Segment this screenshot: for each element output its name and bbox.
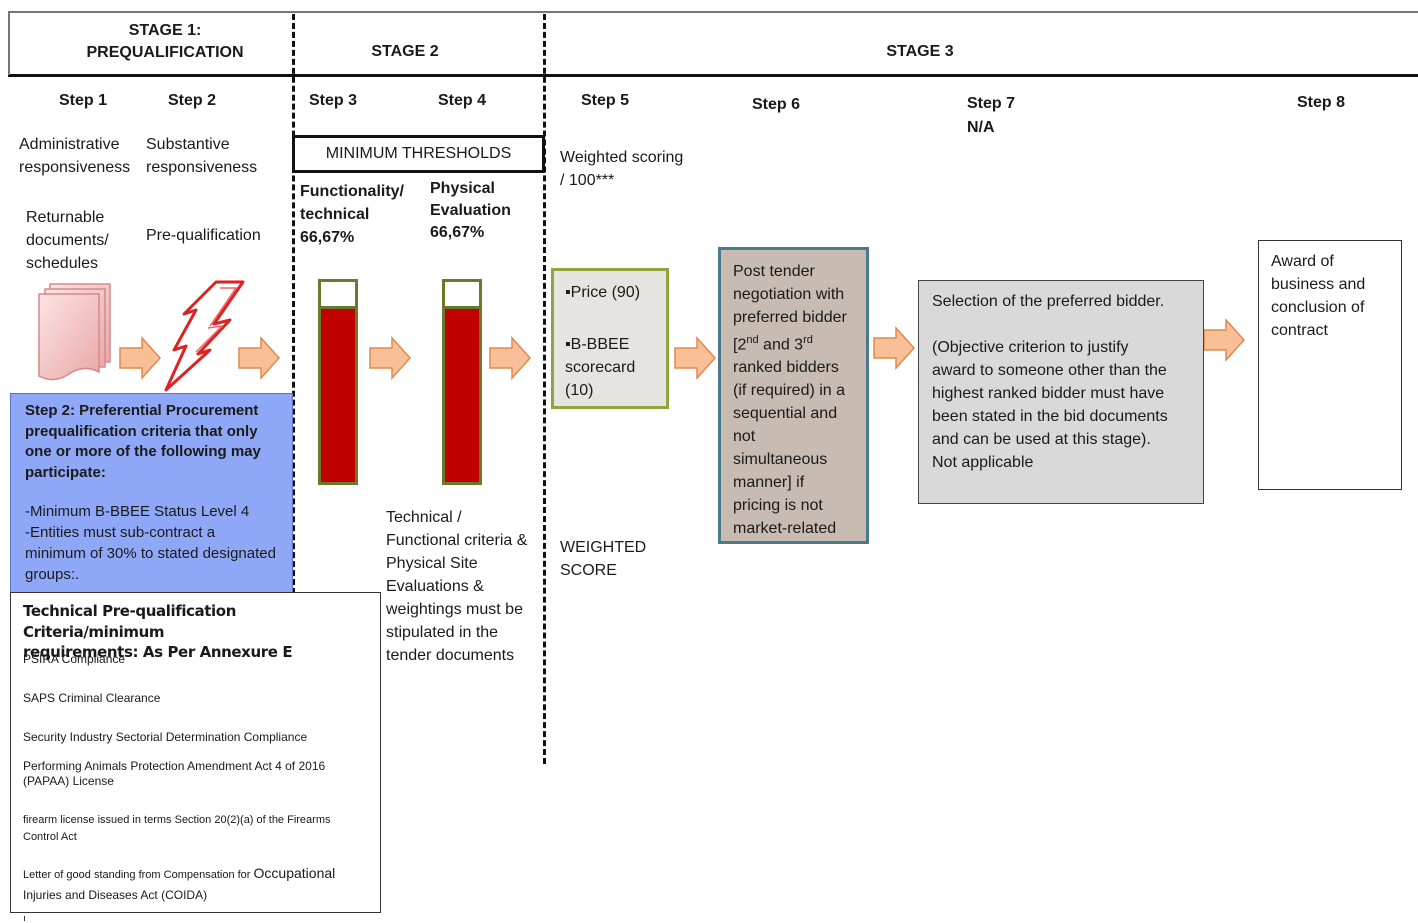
physical-bar-empty [442,279,482,309]
step5-label: Step 5 [581,92,630,109]
preferred-bidder-title: Selection of the preferred bidder. [932,293,1165,310]
right-arrow-icon [1203,318,1246,362]
prequalification-label: Pre-qualification [146,227,261,244]
physical-bar [442,279,482,485]
weighted-scoring: Weighted scoring / 100*** [560,149,684,189]
award-box: Award of business and conclusion of cont… [1258,240,1402,490]
step6-label: Step 6 [752,96,801,113]
preferential-heading: Step 2: Preferential Procurement prequal… [25,402,261,481]
lightning-icon [164,280,245,392]
step7-na: N/A [967,119,995,136]
technical-criteria-box: Technical Pre-qualification Criteria/min… [10,592,381,913]
documents-icon [38,283,111,381]
criterion-saps: SAPS Criminal Clearance [23,691,161,705]
right-arrow-icon [369,336,412,380]
step4-label: Step 4 [438,92,487,109]
step1-label: Step 1 [59,92,108,109]
header-divider [8,74,1418,77]
physical-bar-fill [442,306,482,485]
price-scorecard-box: ▪Price (90) ▪B-BBEE scorecard (10) [551,268,669,409]
criterion-papaa: Performing Animals Protection Amendment … [23,759,326,788]
step1-description: Administrative responsiveness [19,136,131,176]
preferred-bidder-body: (Objective criterion to justify award to… [932,339,1168,471]
stage2-header: STAGE 2 [371,43,439,60]
right-arrow-icon [119,336,162,380]
functionality-bar-fill [318,306,358,485]
step34-note: Technical / Functional criteria & Physic… [386,509,528,664]
stage1-header: STAGE 1: PREQUALIFICATION [86,22,244,61]
preferential-items: -Minimum B-BBEE Status Level 4 -Entities… [25,503,276,583]
criterion-sectorial: Security Industry Sectorial Determinatio… [23,730,308,744]
technical-heading: Technical Pre-qualification Criteria/min… [23,602,293,661]
price-label: ▪Price (90) [565,284,641,301]
step8-label: Step 8 [1297,94,1346,111]
right-arrow-icon [238,336,281,380]
functionality-bar-empty [318,279,358,309]
criterion-firearm: firearm license issued in terms Section … [23,814,331,843]
preferred-bidder-box: Selection of the preferred bidder. (Obje… [918,280,1204,504]
preferential-procurement-box: Step 2: Preferential Procurement prequal… [10,393,293,593]
footer-mark [24,916,25,921]
weighted-score: WEIGHTED SCORE [560,539,647,579]
negotiation-text: Post tender negotiation with preferred b… [733,263,847,538]
post-tender-negotiation-box: Post tender negotiation with preferred b… [718,247,869,544]
functionality-threshold: Functionality/ technical 66,67% [300,183,404,246]
bbbee-scorecard: ▪B-BBEE scorecard (10) [565,336,636,399]
stage3-header: STAGE 3 [886,43,954,60]
right-arrow-icon [674,336,717,380]
functionality-bar [318,279,358,485]
step2-label: Step 2 [168,92,217,109]
step2-description: Substantive responsiveness [146,136,258,176]
returnable-documents: Returnable documents/ schedules [26,209,109,272]
physical-threshold: Physical Evaluation 66,67% [430,180,511,241]
minimum-thresholds-box: MINIMUM THRESHOLDS [292,135,545,173]
stage-separator-2 [543,14,546,764]
right-arrow-icon [873,326,916,370]
criterion-coida: Letter of good standing from Compensatio… [23,865,336,902]
stage-separator-1 [292,14,295,594]
criterion-psira: PSIRA Compliance [23,652,126,666]
left-border [8,11,10,75]
step3-label: Step 3 [309,92,358,109]
right-arrow-icon [489,336,532,380]
top-border [8,11,1418,13]
step7-label: Step 7 [967,95,1016,112]
